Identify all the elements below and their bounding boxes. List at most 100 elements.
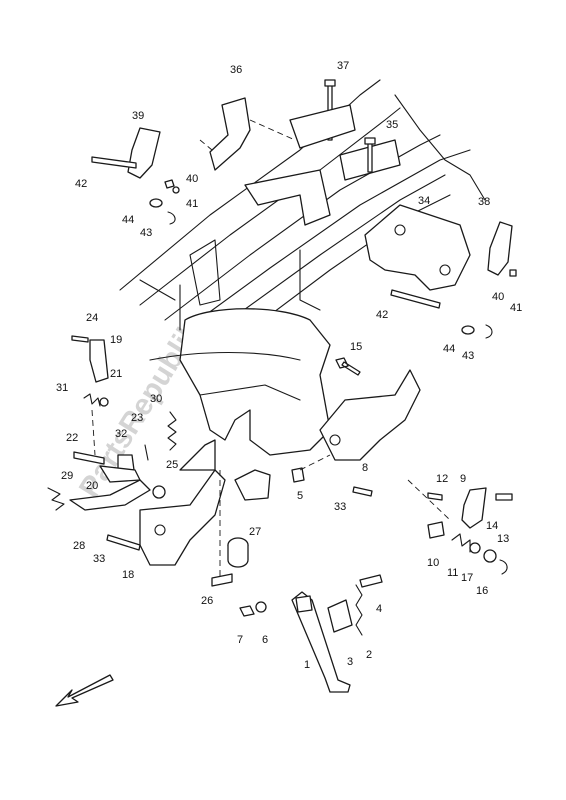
callout: 38	[478, 196, 490, 208]
rear-bracket-left	[209, 97, 251, 171]
bolt-15	[335, 357, 361, 376]
front-direction-arrow-icon	[55, 674, 114, 707]
sidestand-1	[291, 591, 351, 693]
callout: 24	[86, 312, 98, 324]
callout: 7	[237, 634, 243, 646]
leader-dash	[91, 409, 96, 456]
bolt-35	[364, 137, 376, 173]
callout: 5	[297, 490, 303, 502]
pin-42-left	[91, 156, 137, 169]
bolt-22	[73, 451, 105, 465]
bolt-33-right	[352, 486, 373, 497]
callout: 37	[337, 60, 349, 72]
callout: 30	[150, 393, 162, 405]
callout: 43	[462, 350, 474, 362]
bolt-33-left	[106, 534, 141, 551]
footrest-bracket-8	[319, 369, 421, 461]
callout: 15	[350, 341, 362, 353]
ring-25	[152, 485, 166, 499]
callout: 20	[86, 480, 98, 492]
callout: 14	[486, 520, 498, 532]
callout: 44	[122, 214, 134, 226]
spring-40-left	[164, 179, 175, 189]
spring-2	[355, 584, 363, 636]
callout: 26	[201, 595, 213, 607]
ball-41-left	[172, 186, 180, 194]
callout-labels: 1 2 3 4 5 6 7 8 9 10 11 12 13 14 15 16 1…	[56, 60, 522, 671]
callout: 32	[115, 428, 127, 440]
spring-29	[47, 487, 65, 511]
spring-11	[451, 533, 471, 553]
leader-dash	[199, 139, 213, 151]
rear-footrest-right	[487, 221, 513, 276]
rear-footrest-left	[127, 127, 161, 179]
callout: 4	[376, 603, 382, 615]
ball-31	[99, 397, 109, 407]
spring-30	[167, 411, 177, 451]
callout: 33	[334, 501, 346, 513]
callout: 19	[110, 334, 122, 346]
callout: 3	[347, 656, 353, 668]
sidestand-bracket	[234, 469, 271, 501]
pin-42-right	[390, 289, 441, 309]
cotter-pin-13	[499, 559, 508, 575]
callout: 22	[66, 432, 78, 444]
washer-44-left	[149, 198, 163, 208]
rear-bracket-right	[289, 104, 356, 149]
pin-14	[495, 493, 513, 501]
callout: 17	[461, 572, 473, 584]
mount-plate	[179, 439, 216, 471]
callout: 42	[376, 309, 388, 321]
callout: 13	[497, 533, 509, 545]
shift-lever-28	[69, 479, 151, 511]
washer-16	[483, 549, 497, 563]
callout: 42	[75, 178, 87, 190]
spring-3	[327, 599, 353, 633]
callout: 31	[56, 382, 68, 394]
callout: 28	[73, 540, 85, 552]
callout: 29	[61, 470, 73, 482]
callout: 10	[427, 557, 439, 569]
stand-pivot	[295, 595, 313, 613]
callout: 33	[93, 553, 105, 565]
cotter-pin-43-right	[485, 324, 493, 339]
bolt-24	[71, 335, 89, 343]
shift-bracket-19	[89, 339, 109, 383]
callout: 39	[132, 110, 144, 122]
callout: 25	[166, 459, 178, 471]
leader-dash	[299, 454, 331, 471]
footrest-bracket-18	[139, 469, 226, 566]
bolt-12	[427, 492, 443, 501]
washer-6	[255, 601, 267, 613]
damper-27-body	[227, 544, 249, 568]
callout: 6	[262, 634, 268, 646]
callout: 35	[386, 119, 398, 131]
callout: 16	[476, 585, 488, 597]
leader-dash	[407, 479, 451, 521]
callout: 8	[362, 462, 368, 474]
nut-7	[239, 605, 255, 617]
spacer-5	[291, 467, 305, 483]
spring-40-right	[509, 269, 517, 277]
callout: 44	[443, 343, 455, 355]
frame-assembly	[119, 79, 486, 456]
callout: 2	[366, 649, 372, 661]
callout: 34	[418, 195, 430, 207]
front-footrest-9	[461, 487, 487, 529]
leader-dash	[249, 119, 296, 141]
callout: 21	[110, 368, 122, 380]
callout: 41	[186, 198, 198, 210]
cotter-pin-43-left	[167, 211, 176, 225]
collar-10	[427, 521, 445, 539]
callout: 27	[249, 526, 261, 538]
callout: 40	[492, 291, 504, 303]
callout: 1	[304, 659, 310, 671]
callout: 40	[186, 173, 198, 185]
rear-bracket-34	[364, 204, 471, 291]
callout: 12	[436, 473, 448, 485]
callout: 23	[131, 412, 143, 424]
callout: 41	[510, 302, 522, 314]
spring-31	[83, 393, 101, 407]
callout: 11	[447, 567, 458, 579]
